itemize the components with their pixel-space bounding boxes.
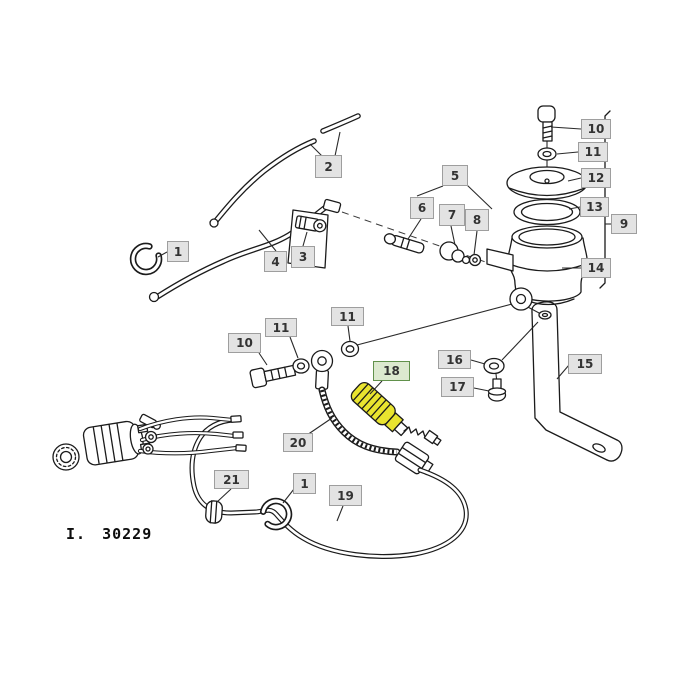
callout-21[interactable]: 21 bbox=[214, 470, 249, 489]
callout-11-reservoir[interactable]: 11 bbox=[578, 142, 608, 162]
callout-18-selected[interactable]: 18 bbox=[373, 361, 410, 381]
switch-wires bbox=[137, 415, 247, 456]
callout-4[interactable]: 4 bbox=[264, 251, 287, 272]
callout-15[interactable]: 15 bbox=[568, 354, 602, 374]
hose-2 bbox=[209, 113, 361, 228]
washer-11-mid bbox=[340, 340, 360, 358]
banjo-bolt-10 bbox=[249, 364, 297, 389]
braided-hose-20 bbox=[318, 386, 401, 456]
clip-1-upper bbox=[129, 242, 163, 276]
callout-2[interactable]: 2 bbox=[315, 155, 342, 178]
washer-16 bbox=[483, 357, 505, 375]
bracket-15 bbox=[531, 301, 623, 462]
bolt-17 bbox=[487, 378, 507, 402]
cap-12 bbox=[506, 166, 588, 200]
callout-11-left[interactable]: 11 bbox=[265, 318, 297, 337]
banjo-fitting bbox=[310, 349, 334, 390]
hex-fitting bbox=[394, 441, 434, 476]
callout-7[interactable]: 7 bbox=[439, 204, 465, 226]
washer-11-left bbox=[292, 358, 310, 374]
callout-16[interactable]: 16 bbox=[438, 350, 471, 369]
callout-19[interactable]: 19 bbox=[329, 485, 362, 506]
fitting-7 bbox=[439, 241, 471, 265]
clip-1-lower bbox=[259, 497, 293, 531]
callout-9[interactable]: 9 bbox=[611, 214, 637, 234]
callout-14[interactable]: 14 bbox=[581, 258, 611, 278]
callout-20[interactable]: 20 bbox=[283, 433, 313, 452]
clamp-21 bbox=[205, 500, 223, 524]
pressure-switch-18-highlighted bbox=[350, 381, 442, 446]
nut-8 bbox=[468, 253, 482, 267]
callout-8[interactable]: 8 bbox=[465, 209, 489, 231]
callout-1-upper[interactable]: 1 bbox=[167, 241, 189, 262]
callout-17[interactable]: 17 bbox=[441, 377, 474, 397]
hose-19 bbox=[189, 417, 469, 559]
reservoir-body-14 bbox=[486, 225, 588, 311]
fitting-6 bbox=[383, 233, 425, 254]
electrical-switch bbox=[52, 413, 161, 471]
callout-13[interactable]: 13 bbox=[580, 197, 609, 217]
callout-5[interactable]: 5 bbox=[442, 165, 468, 186]
callout-6[interactable]: 6 bbox=[410, 197, 434, 219]
callout-12[interactable]: 12 bbox=[581, 168, 611, 188]
callout-10-reservoir[interactable]: 10 bbox=[581, 119, 611, 139]
seal-ring-13 bbox=[513, 198, 581, 226]
leader-lines bbox=[157, 126, 611, 522]
image-number: I. 30229 bbox=[66, 525, 153, 543]
callout-10-banjo[interactable]: 10 bbox=[228, 333, 261, 353]
callout-3[interactable]: 3 bbox=[291, 246, 315, 268]
reservoir-bolt-10 bbox=[537, 105, 556, 142]
callout-1-lower[interactable]: 1 bbox=[293, 473, 316, 494]
callout-11-mid[interactable]: 11 bbox=[331, 307, 364, 326]
washer-11-top bbox=[537, 147, 557, 161]
